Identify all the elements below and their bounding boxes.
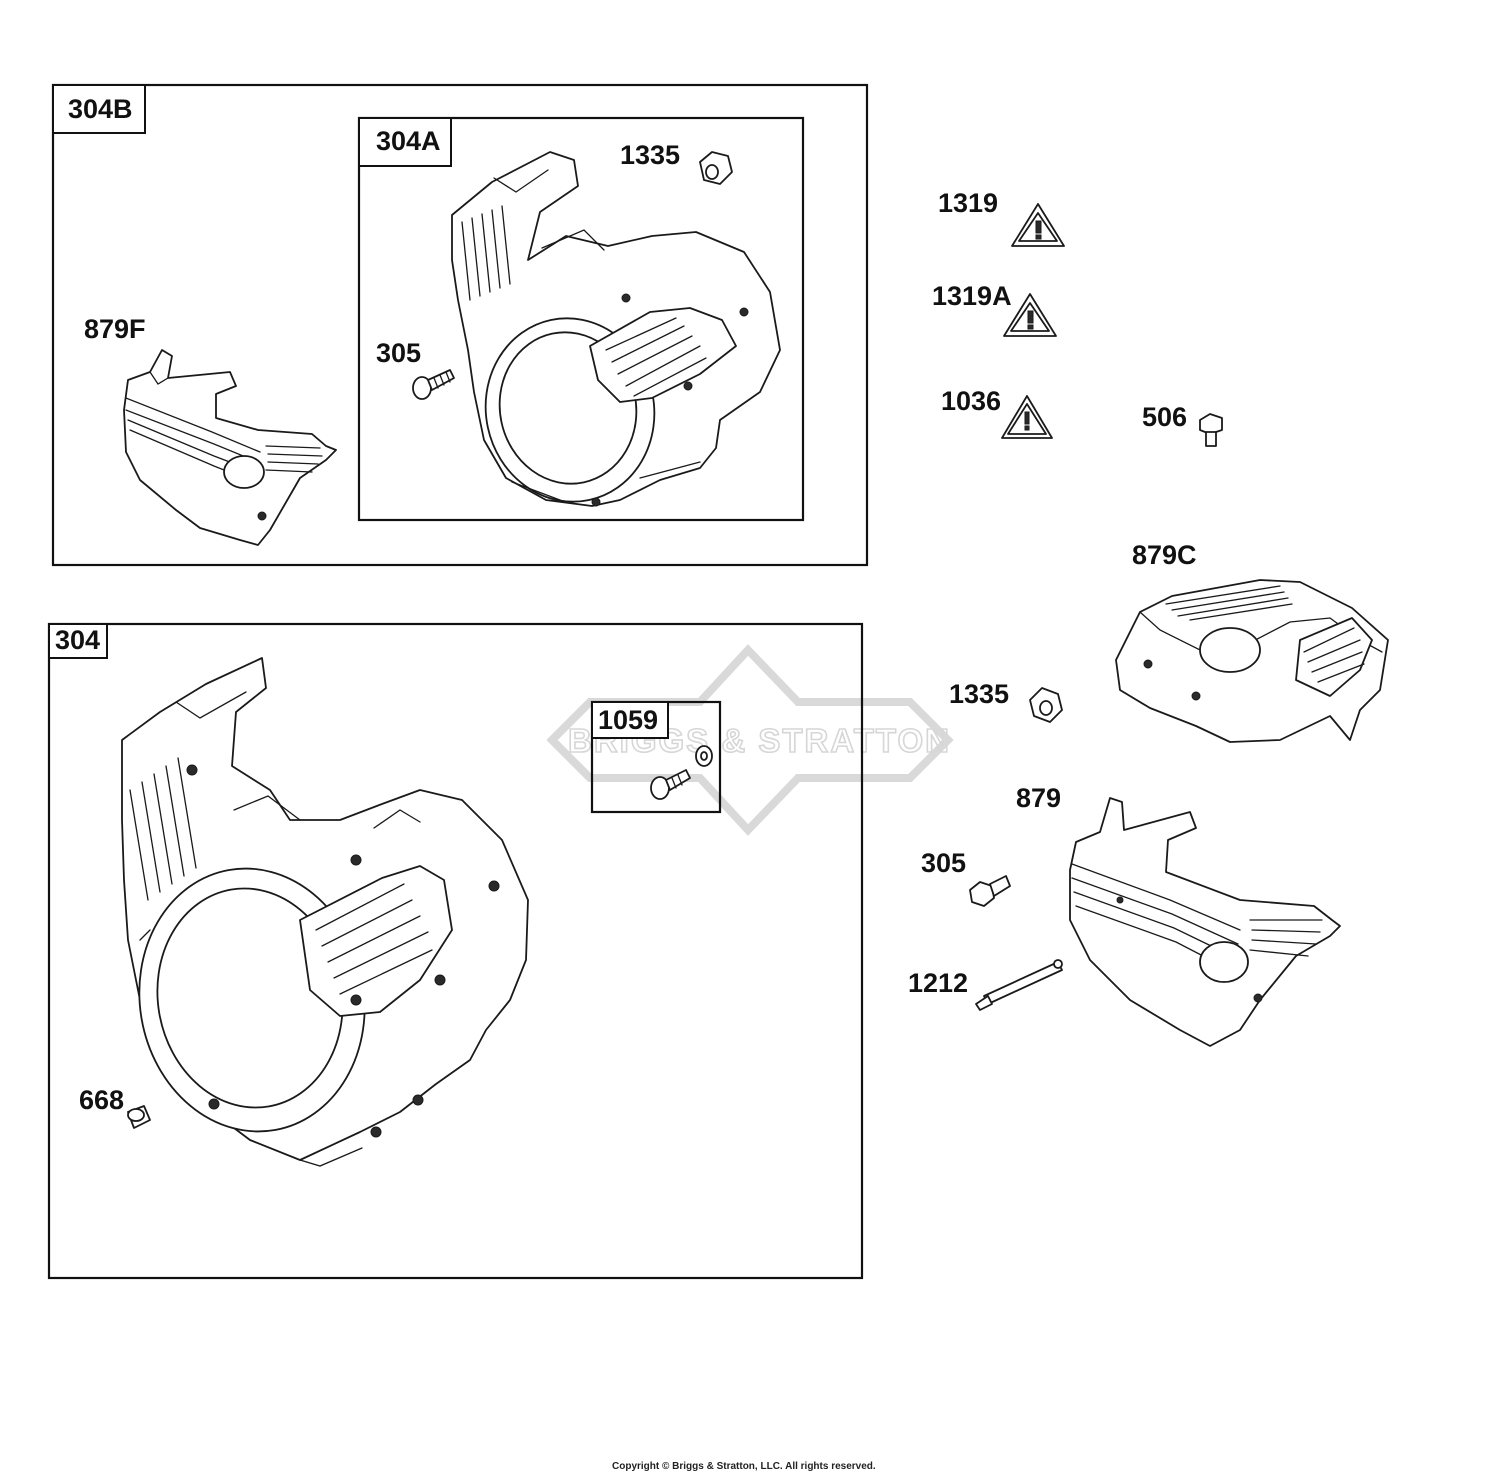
callout-1212: 1212 bbox=[908, 968, 969, 998]
tag-box-304A bbox=[358, 117, 452, 167]
tag-1059: 1059 bbox=[598, 705, 659, 735]
copyright-notice: Copyright © Briggs & Stratton, LLC. All … bbox=[612, 1461, 876, 1472]
part-668-plug bbox=[127, 1105, 151, 1129]
watermark-logo: BRIGGS & STRATTON bbox=[546, 644, 954, 836]
part-1059-screw-washer bbox=[650, 745, 713, 800]
tag-box-1059 bbox=[591, 701, 669, 739]
tag-304A: 304A bbox=[376, 126, 441, 156]
tag-304B: 304B bbox=[68, 94, 133, 124]
part-1335-nut-right bbox=[1029, 687, 1063, 723]
tag-box-304B bbox=[52, 84, 146, 134]
part-1335-nut-top bbox=[699, 151, 733, 185]
group-box-304A bbox=[357, 116, 805, 522]
part-305-screw-a bbox=[412, 369, 455, 400]
part-879F-shroud bbox=[123, 349, 337, 546]
group-box-304B bbox=[51, 83, 869, 567]
callout-879C: 879C bbox=[1132, 540, 1197, 570]
part-506-bolt bbox=[1199, 413, 1223, 447]
callout-879F: 879F bbox=[84, 314, 146, 344]
callout-305-right: 305 bbox=[921, 848, 967, 878]
part-879C-top-cover bbox=[1115, 579, 1389, 743]
tag-box-304 bbox=[48, 623, 108, 659]
callout-1335-top: 1335 bbox=[620, 140, 681, 170]
callout-879: 879 bbox=[1016, 783, 1062, 813]
callout-506: 506 bbox=[1142, 402, 1188, 432]
part-1319-warning-decal bbox=[1011, 203, 1065, 247]
part-1319A-warning-decal bbox=[1003, 293, 1057, 337]
tag-304: 304 bbox=[55, 625, 101, 655]
callout-1036: 1036 bbox=[941, 386, 1002, 416]
part-1036-warning-decal bbox=[1001, 395, 1053, 439]
callout-1335-right: 1335 bbox=[949, 679, 1010, 709]
part-304A-blower-housing bbox=[451, 151, 781, 507]
part-304-blower-housing bbox=[121, 657, 529, 1167]
callout-668: 668 bbox=[79, 1085, 125, 1115]
group-box-304 bbox=[47, 622, 864, 1280]
part-1212-stud bbox=[975, 959, 1063, 1011]
callout-1319A: 1319A bbox=[932, 281, 1012, 311]
part-305-bolt-b bbox=[969, 875, 1011, 907]
callout-1319: 1319 bbox=[938, 188, 999, 218]
part-879-shroud bbox=[1069, 797, 1341, 1047]
callout-305-top: 305 bbox=[376, 338, 422, 368]
